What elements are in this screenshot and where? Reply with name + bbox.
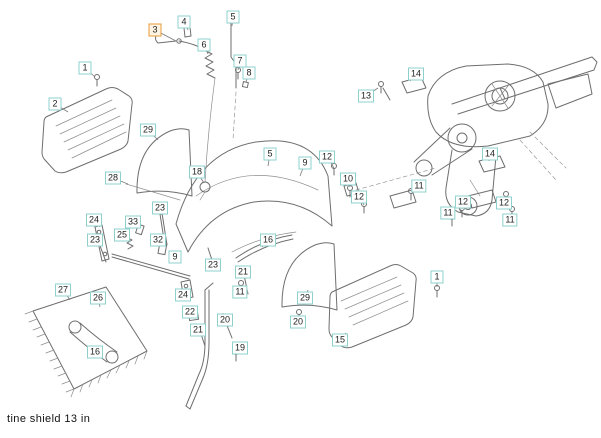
part-callout-16[interactable]: 16 [86, 345, 104, 359]
part-callout-24[interactable]: 24 [174, 288, 192, 302]
part-callout-26[interactable]: 26 [89, 291, 107, 305]
part-callout-10[interactable]: 10 [339, 172, 357, 186]
part-callout-22[interactable]: 22 [181, 305, 199, 319]
part-callout-9[interactable]: 9 [298, 156, 312, 170]
part-callout-13[interactable]: 13 [357, 89, 375, 103]
mat-drawing [24, 286, 148, 398]
part-callout-14[interactable]: 14 [481, 147, 499, 161]
part-callout-27[interactable]: 27 [54, 283, 72, 297]
tiller-body-drawing [413, 56, 598, 217]
part-callout-16[interactable]: 16 [259, 233, 277, 247]
part-callout-1[interactable]: 1 [78, 61, 92, 75]
part-callout-23[interactable]: 23 [86, 233, 104, 247]
part-callout-29[interactable]: 29 [139, 123, 157, 137]
part-callout-5[interactable]: 5 [226, 10, 240, 24]
part-callout-3[interactable]: 3 [148, 23, 162, 37]
part-callout-15[interactable]: 15 [331, 333, 349, 347]
part-callout-1[interactable]: 1 [430, 270, 444, 284]
part-callout-5[interactable]: 5 [263, 147, 277, 161]
part-callout-33[interactable]: 33 [124, 215, 142, 229]
part-callout-12[interactable]: 12 [318, 150, 336, 164]
part-callout-29[interactable]: 29 [296, 291, 314, 305]
part-callout-11[interactable]: 11 [411, 179, 427, 193]
inner-shield-right-drawing [281, 242, 338, 311]
part-callout-4[interactable]: 4 [177, 15, 191, 29]
part-callout-21[interactable]: 21 [189, 323, 207, 337]
part-callout-25[interactable]: 25 [113, 228, 131, 242]
part-callout-23[interactable]: 23 [204, 258, 222, 272]
part-callout-12[interactable]: 12 [454, 195, 472, 209]
part-callout-9[interactable]: 9 [168, 250, 182, 264]
part-callout-32[interactable]: 32 [149, 233, 167, 247]
right-shield-drawing [328, 264, 417, 349]
part-callout-11[interactable]: 11 [502, 213, 518, 227]
part-callout-24[interactable]: 24 [85, 213, 103, 227]
diagram-caption: tine shield 13 in [7, 413, 91, 425]
part-callout-21[interactable]: 21 [234, 265, 252, 279]
part-callout-11[interactable]: 11 [232, 285, 248, 299]
part-callout-11[interactable]: 11 [440, 206, 456, 220]
inner-shield-left-drawing [125, 128, 193, 201]
part-callout-18[interactable]: 18 [188, 165, 206, 179]
part-callout-12[interactable]: 12 [495, 196, 513, 210]
part-callout-8[interactable]: 8 [242, 66, 256, 80]
part-callout-12[interactable]: 12 [350, 190, 368, 204]
part-callout-28[interactable]: 28 [104, 171, 122, 185]
part-callout-23[interactable]: 23 [151, 201, 169, 215]
part-callout-14[interactable]: 14 [407, 67, 425, 81]
part-callout-7[interactable]: 7 [233, 54, 247, 68]
part-callout-6[interactable]: 6 [197, 38, 211, 52]
part-callout-19[interactable]: 19 [231, 341, 249, 355]
part-callout-20[interactable]: 20 [289, 315, 307, 329]
left-shield-drawing [41, 87, 133, 174]
part-callout-2[interactable]: 2 [48, 97, 62, 111]
part-callout-20[interactable]: 20 [216, 313, 234, 327]
